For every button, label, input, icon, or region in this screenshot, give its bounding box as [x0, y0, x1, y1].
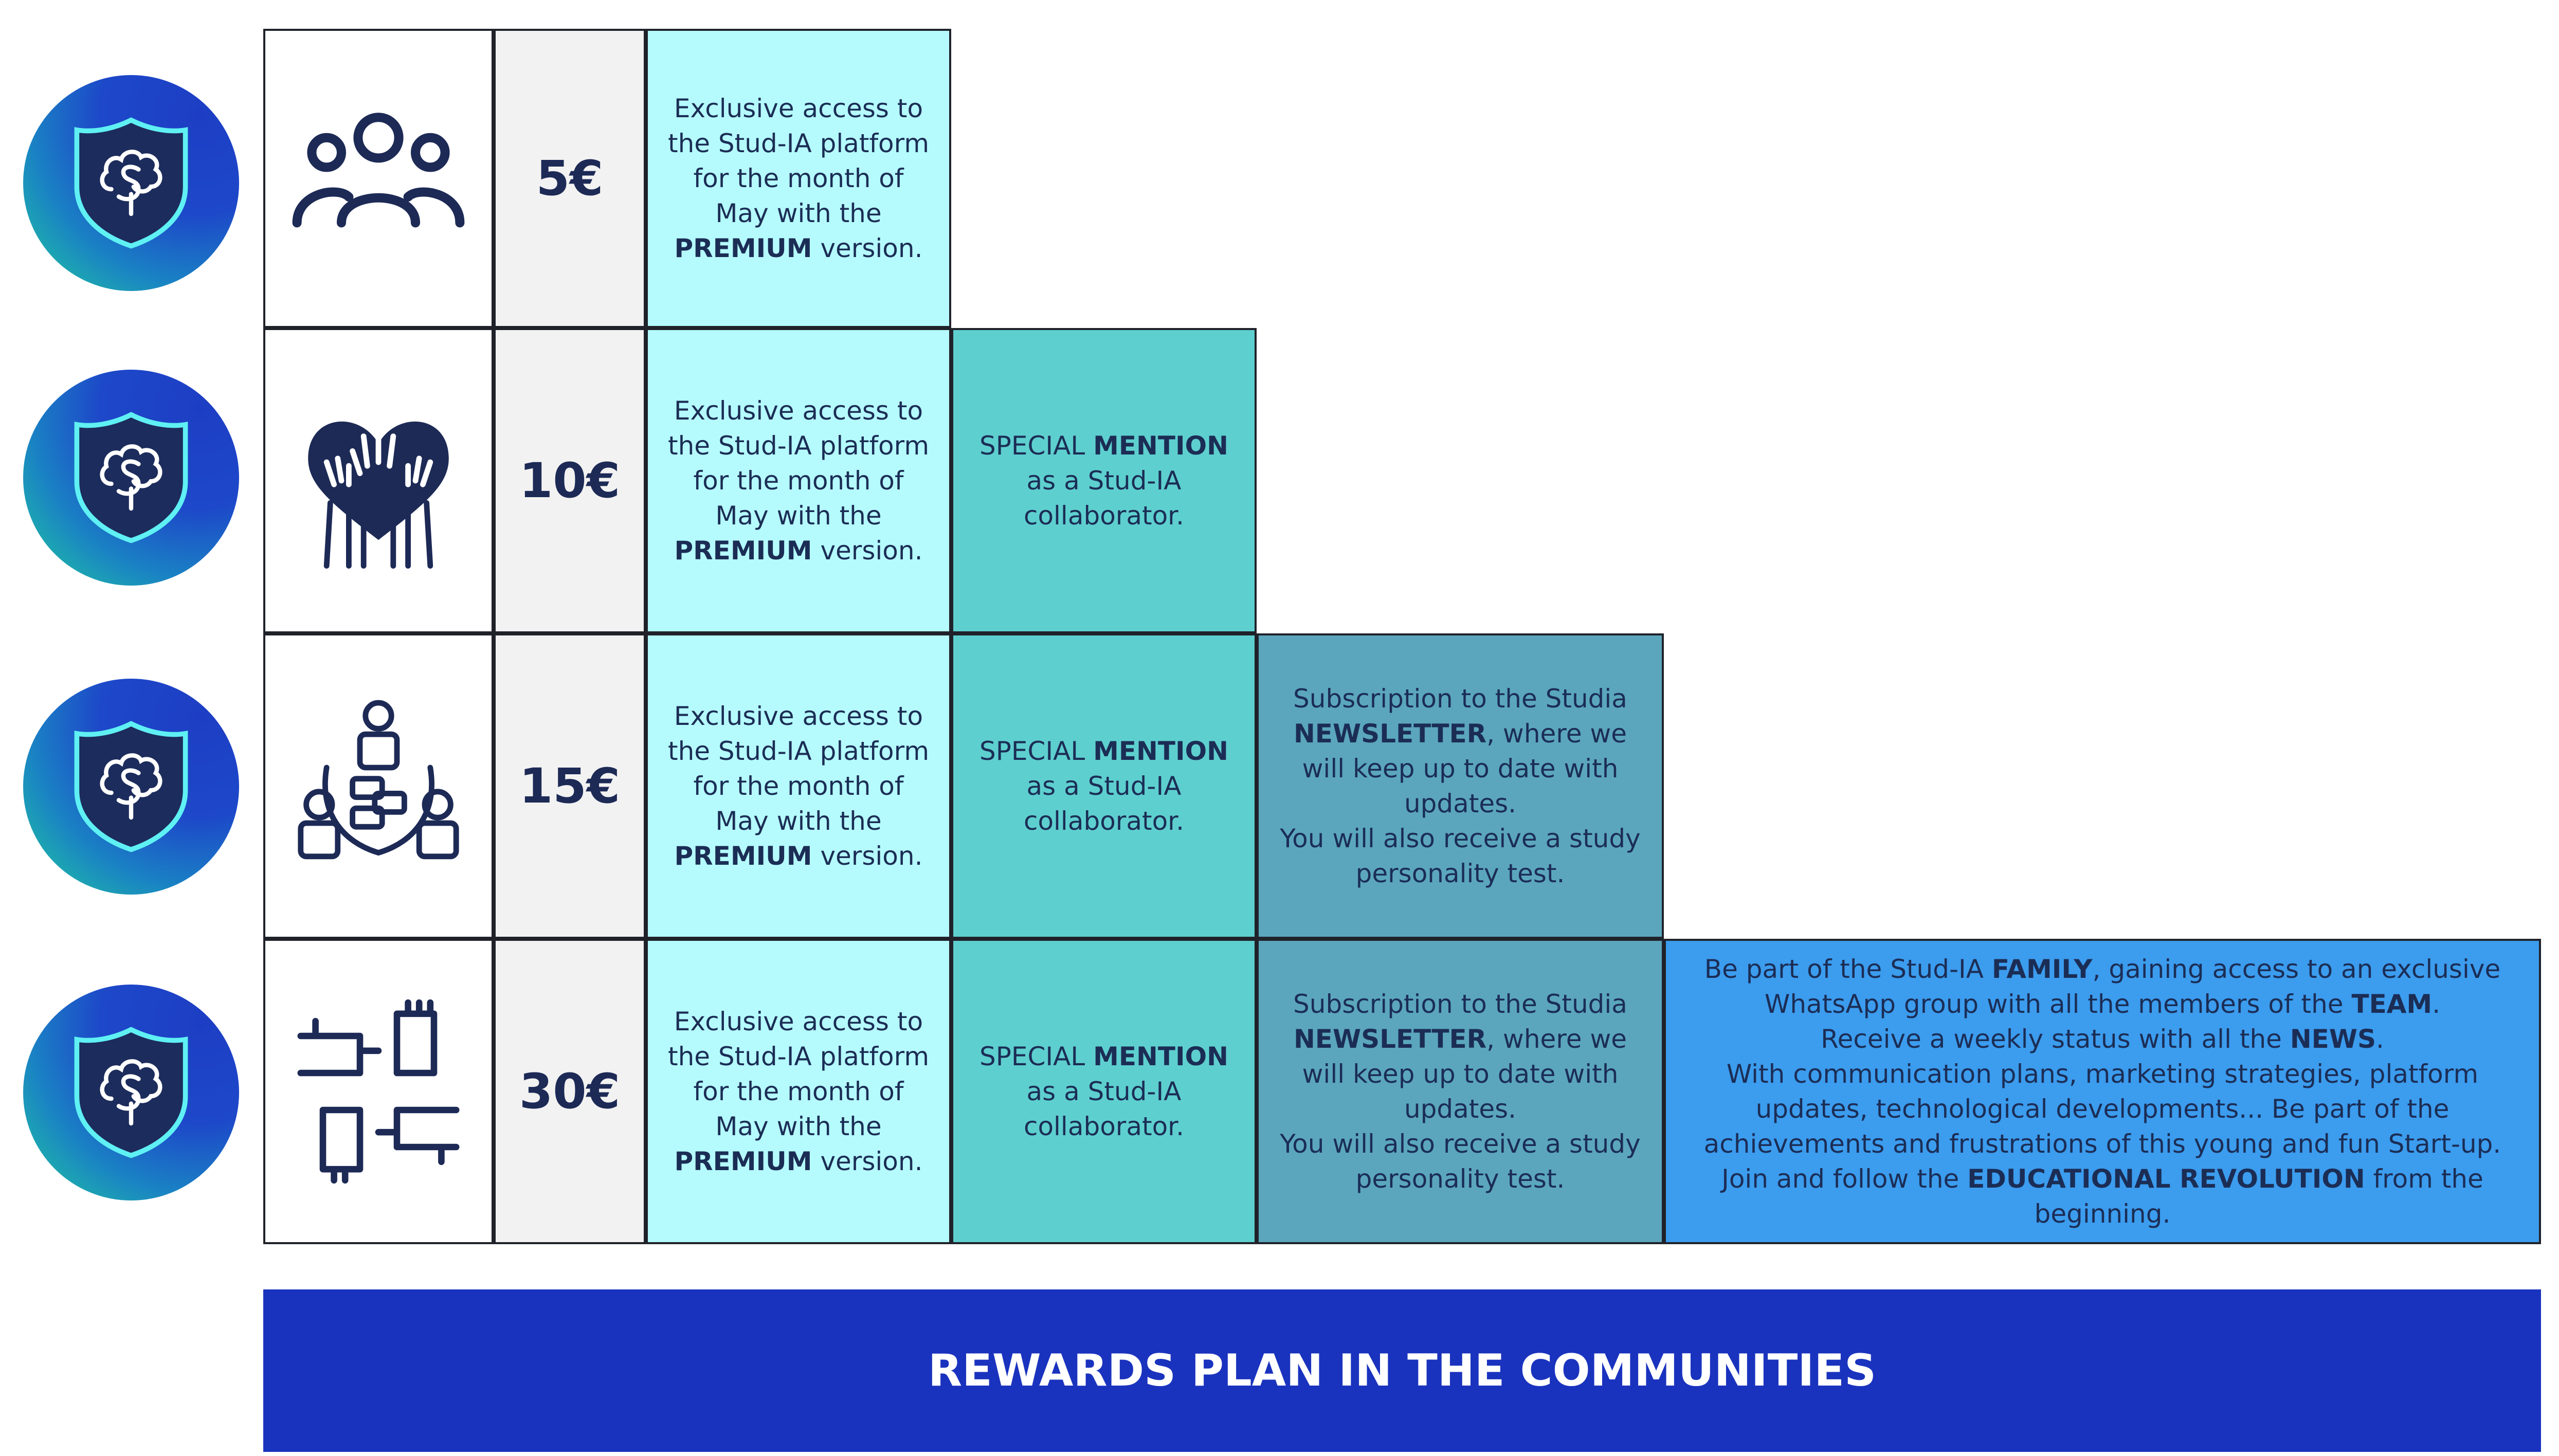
brain-shield-icon — [74, 1027, 188, 1158]
tier-4-family-reward: Be part of the Stud-IA FAMILY, gaining a… — [1664, 939, 2541, 1244]
tier-4-icon-cell — [263, 939, 494, 1244]
group-of-people-icon — [292, 113, 465, 228]
tier-2-icon-cell — [263, 328, 494, 633]
tier-2-price: 10€ — [494, 328, 646, 633]
community-chat-icon — [298, 700, 459, 860]
tier-3-access-reward: Exclusive access to the Stud-IA platform… — [646, 633, 951, 939]
shield-badge-tier-2 — [23, 370, 239, 586]
tier-1-access-reward: Exclusive access to the Stud-IA platform… — [646, 29, 951, 328]
tier-4-newsletter-reward: Subscription to the Studia NEWSLETTER, w… — [1257, 939, 1664, 1244]
rewards-plan-banner: REWARDS PLAN IN THE COMMUNITIES — [263, 1289, 2541, 1452]
shield-badge-tier-3 — [23, 679, 239, 895]
tier-4-access-reward: Exclusive access to the Stud-IA platform… — [646, 939, 951, 1244]
tier-2-access-reward: Exclusive access to the Stud-IA platform… — [646, 328, 951, 633]
brain-shield-icon — [74, 117, 188, 249]
teamwork-hands-icon — [297, 999, 460, 1184]
tier-3-icon-cell — [263, 633, 494, 939]
brain-shield-icon — [74, 721, 188, 852]
tier-3-price: 15€ — [494, 633, 646, 939]
tier-4-price: 30€ — [494, 939, 646, 1244]
tier-2-mention-reward: SPECIAL MENTION as a Stud-IA collaborato… — [951, 328, 1257, 633]
tier-1-icon-cell — [263, 29, 494, 328]
raised-hands-heart-icon — [308, 421, 449, 569]
shield-badge-tier-4 — [23, 985, 239, 1200]
banner-title: REWARDS PLAN IN THE COMMUNITIES — [928, 1345, 1877, 1396]
tier-3-mention-reward: SPECIAL MENTION as a Stud-IA collaborato… — [951, 633, 1257, 939]
tier-3-newsletter-reward: Subscription to the Studia NEWSLETTER, w… — [1257, 633, 1664, 939]
tier-4-mention-reward: SPECIAL MENTION as a Stud-IA collaborato… — [951, 939, 1257, 1244]
tier-1-price: 5€ — [494, 29, 646, 328]
brain-shield-icon — [74, 412, 188, 543]
shield-badge-tier-1 — [23, 75, 239, 291]
